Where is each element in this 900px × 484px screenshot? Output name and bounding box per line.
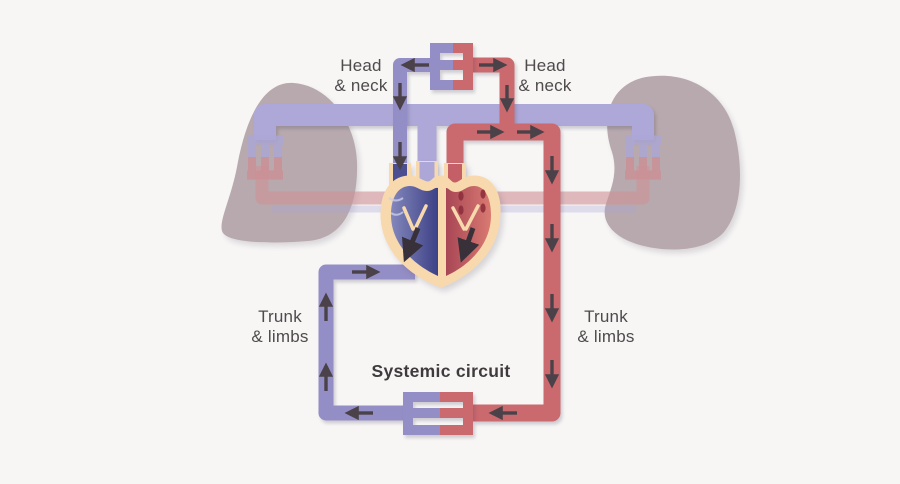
- diagram-title: Systemic circuit: [371, 361, 511, 381]
- heart: [380, 161, 501, 288]
- lung-right: [604, 75, 740, 250]
- label-head-neck-left: Head & neck: [334, 56, 388, 96]
- lung-capillary-bed-right: [625, 135, 661, 180]
- heart-atrium-details: [388, 189, 486, 231]
- label-trunk-limbs-left: Trunk & limbs: [251, 307, 309, 347]
- flow-arrows: [318, 57, 560, 421]
- label-trunk-limbs-right: Trunk & limbs: [577, 307, 635, 347]
- capillary-bed-head: [430, 43, 473, 90]
- lung-capillary-bed-left: [247, 135, 283, 180]
- label-head-neck-right: Head & neck: [518, 56, 572, 96]
- aorta-and-descending-artery: [446, 123, 561, 422]
- heart-flow-arrows: [402, 227, 480, 263]
- capillary-bed-trunk: [403, 392, 473, 435]
- heart-left-side-red: [446, 186, 491, 276]
